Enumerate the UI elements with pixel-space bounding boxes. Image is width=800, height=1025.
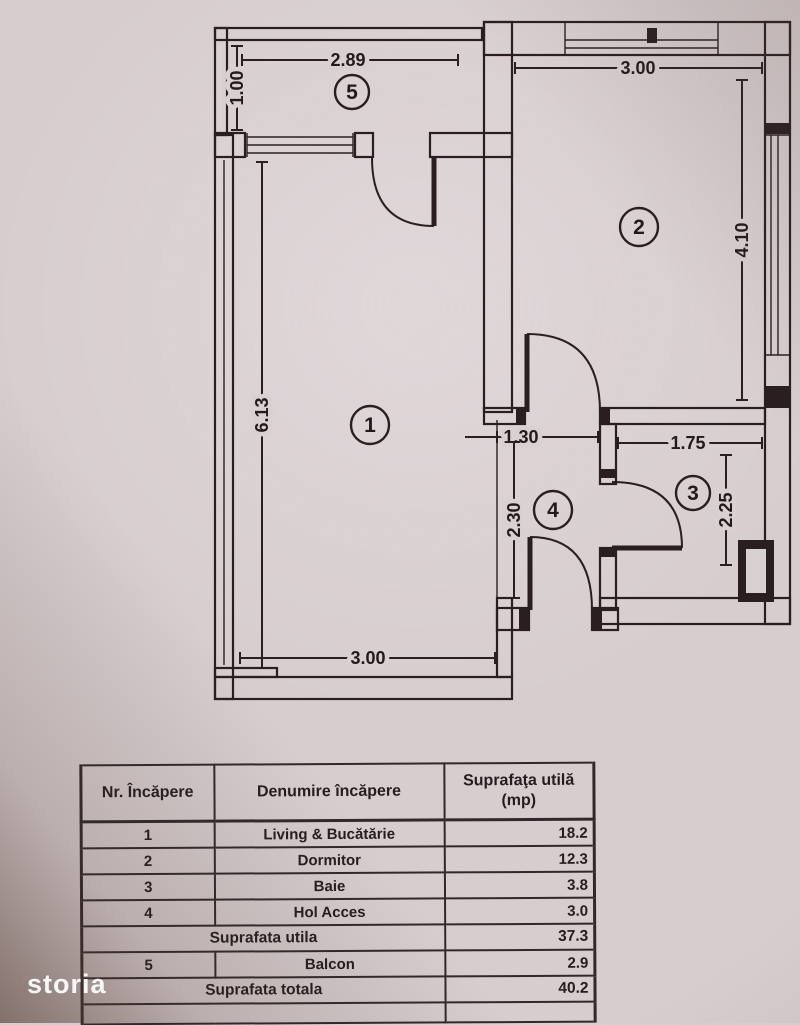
table-row-balcon: 5 Balcon 2.9 xyxy=(81,949,595,979)
total-label: Suprafata totala xyxy=(81,976,446,1005)
dim-label: 2.30 xyxy=(504,502,524,537)
room-label-dormitor: 2 xyxy=(618,206,660,248)
cell-nr: 2 xyxy=(81,847,215,875)
svg-text:2: 2 xyxy=(633,216,645,239)
table-row-total: Suprafata totala 40.2 xyxy=(81,975,596,1005)
partial-cell xyxy=(82,1002,446,1025)
shaft xyxy=(738,540,774,602)
dim-label: 2.89 xyxy=(330,50,365,70)
baie-door xyxy=(611,481,683,551)
cell-area: 12.3 xyxy=(444,845,595,873)
walls xyxy=(213,20,792,701)
cell-area: 3.0 xyxy=(444,897,595,925)
room-labels: 1 2 3 4 5 xyxy=(333,73,712,531)
room-label-hol: 4 xyxy=(532,489,574,531)
table-header-row: Nr. Încăpere Denumire încăpere Suprafaţa… xyxy=(80,762,595,822)
cell-name: Living & Bucătărie xyxy=(214,819,445,848)
dimensions: 2.89 1.00 3.00 4.10 6.13 xyxy=(223,45,763,673)
dim-living-height: 6.13 xyxy=(248,161,277,669)
cell-name: Balcon xyxy=(214,950,445,978)
room-label-baie: 3 xyxy=(674,474,712,512)
cell-nr: 3 xyxy=(81,873,215,901)
cell-area: 18.2 xyxy=(444,819,595,847)
cell-name: Hol Acces xyxy=(214,898,445,926)
svg-text:4: 4 xyxy=(547,499,559,522)
table-row-partial xyxy=(82,1001,596,1025)
dim-baie-height: 2.25 xyxy=(712,454,741,566)
dim-label: 2.25 xyxy=(716,492,736,527)
table-row-living: 1 Living & Bucătărie 18.2 xyxy=(81,819,595,849)
dim-label: 3.00 xyxy=(350,648,385,668)
svg-text:5: 5 xyxy=(346,81,358,104)
dim-label: 3.00 xyxy=(620,58,655,78)
header-denumire: Denumire încăpere xyxy=(213,763,445,822)
dim-balcon-width: 2.89 xyxy=(241,46,459,75)
window-lines xyxy=(223,22,790,665)
dim-hol-height: 2.30 xyxy=(500,441,529,599)
floor-plan: 2.89 1.00 3.00 4.10 6.13 xyxy=(213,20,792,701)
solid-pieces xyxy=(516,28,790,630)
dormitor-door xyxy=(524,333,601,413)
dim-label: 1.75 xyxy=(670,433,705,453)
subtotal-label: Suprafata utila xyxy=(81,924,445,953)
total-value: 40.2 xyxy=(444,975,596,1003)
table-row-baie: 3 Baie 3.8 xyxy=(81,871,595,901)
cell-area: 3.8 xyxy=(444,871,595,899)
cell-nr: 1 xyxy=(81,821,215,849)
svg-text:1: 1 xyxy=(364,414,376,437)
table-row-dormitor: 2 Dormitor 12.3 xyxy=(81,845,595,875)
room-label-living: 1 xyxy=(349,404,391,446)
balcony-door xyxy=(371,157,437,227)
cell-nr: 4 xyxy=(81,899,215,927)
dim-label: 1.00 xyxy=(227,70,247,105)
areas-table: Nr. Încăpere Denumire încăpere Suprafaţa… xyxy=(79,762,596,1025)
dim-living-width: 3.00 xyxy=(239,644,496,673)
dim-dormitor-width: 3.00 xyxy=(514,54,763,83)
header-suprafata: Suprafaţa utilă (mp) xyxy=(443,762,595,820)
subtotal-value: 37.3 xyxy=(444,923,595,951)
header-nr: Nr. Încăpere xyxy=(80,764,215,822)
dim-label: 6.13 xyxy=(252,397,272,432)
dim-baie-width: 1.75 xyxy=(617,429,763,458)
watermark-storia: storia xyxy=(27,969,107,999)
dim-dormitor-height: 4.10 xyxy=(728,79,757,401)
cell-area: 2.9 xyxy=(444,949,595,977)
dim-hol-width: 1.30 xyxy=(465,423,599,452)
cell-name: Dormitor xyxy=(214,846,445,874)
table-row-hol: 4 Hol Acces 3.0 xyxy=(81,897,595,927)
entrance-door xyxy=(527,536,593,611)
header-suprafata-line2: (mp) xyxy=(501,791,537,810)
header-suprafata-line1: Suprafaţa utilă xyxy=(463,771,575,790)
cell-name: Baie xyxy=(214,872,445,900)
partial-cell xyxy=(445,1001,596,1023)
dim-label: 1.30 xyxy=(503,427,538,447)
dim-balcon-depth: 1.00 xyxy=(223,45,252,131)
table-row-subtotal: Suprafata utila 37.3 xyxy=(81,923,595,953)
svg-text:3: 3 xyxy=(687,482,699,505)
dim-label: 4.10 xyxy=(732,222,752,257)
room-label-balcon: 5 xyxy=(333,73,371,111)
